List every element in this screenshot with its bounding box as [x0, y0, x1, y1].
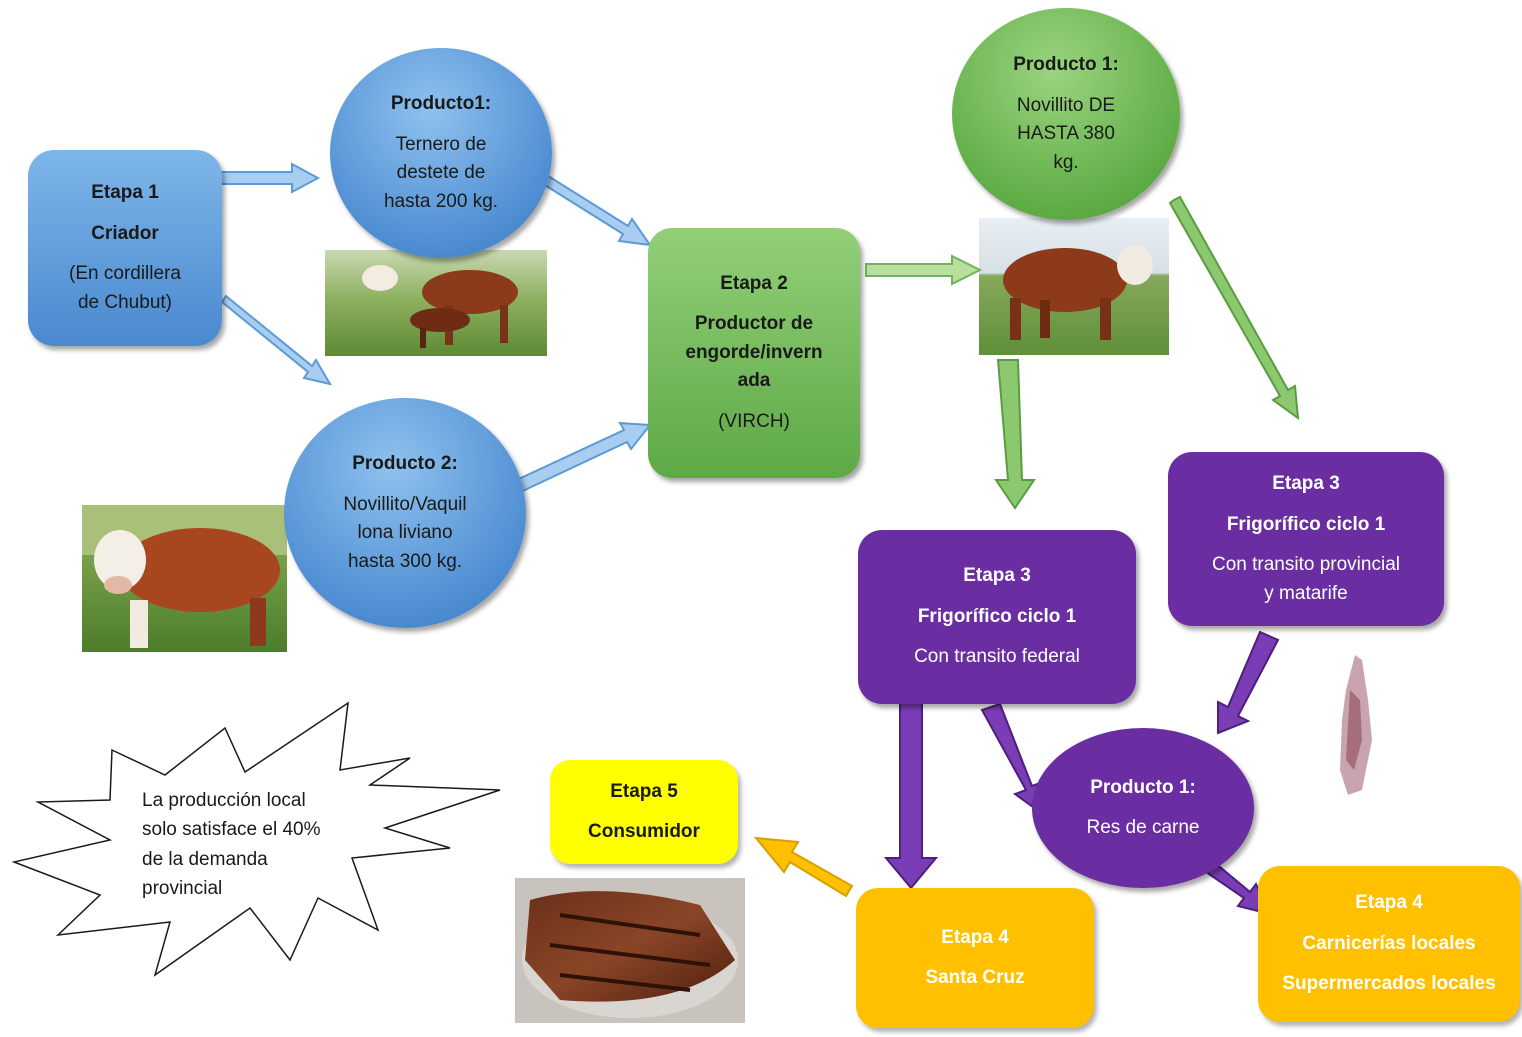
producto2-line-3: hasta 300 kg. [347, 550, 463, 572]
etapa4-locales-detail-2: Supermercados locales [1282, 973, 1496, 995]
callout-line-3: de la demanda [142, 848, 268, 870]
node-producto1-novillito: Producto 1: Novillito DE HASTA 380 kg. [952, 8, 1180, 220]
node-etapa4-locales: Etapa 4 Carnicerías locales Supermercado… [1258, 866, 1520, 1022]
etapa4-santacruz-title: Etapa 4 [941, 926, 1009, 948]
arrow-etapa2-to-steer [865, 254, 983, 286]
etapa2-detail: (VIRCH) [718, 410, 790, 432]
etapa3-provincial-subtitle: Frigorífico ciclo 1 [1226, 513, 1386, 535]
producto1-novillito-line-3: kg. [1053, 151, 1079, 173]
etapa2-line-3: ada [737, 370, 771, 392]
grilled-meat-photo [515, 878, 745, 1023]
node-etapa4-santacruz: Etapa 4 Santa Cruz [856, 888, 1094, 1028]
producto1-ternero-title: Producto1: [390, 93, 492, 114]
arrow-steer-to-etapa3-federal [994, 359, 1036, 510]
calf-photo [325, 250, 547, 356]
producto1-ternero-line-3: hasta 200 kg. [383, 190, 499, 212]
etapa3-provincial-detail-2: y matarife [1264, 582, 1348, 604]
etapa3-provincial-detail-1: Con transito provincial [1212, 554, 1400, 575]
etapa1-detail-1: (En cordillera [69, 263, 181, 284]
producto2-line-1: Novillito/Vaquil [343, 493, 467, 515]
callout-line-2: solo satisface el 40% [142, 819, 321, 841]
arrow-producto1-to-etapa2 [538, 172, 653, 247]
etapa4-locales-title: Etapa 4 [1355, 892, 1423, 914]
etapa1-detail-2: de Chubut) [77, 291, 172, 313]
etapa2-line-2: engorde/invern [685, 341, 823, 363]
etapa3-federal-subtitle: Frigorífico ciclo 1 [917, 605, 1077, 627]
arrow-santacruz-to-consumidor [753, 836, 854, 898]
callout-text: La producción local solo satisface el 40… [142, 786, 357, 904]
heifer-photo [82, 505, 287, 652]
arrow-etapa3-provincial-to-res [1217, 630, 1280, 735]
producto1-novillito-line-2: HASTA 380 [1017, 123, 1115, 144]
callout-line-4: provincial [142, 878, 223, 900]
etapa1-subtitle: Criador [91, 222, 159, 244]
steer-photo [979, 218, 1169, 355]
node-etapa2-productor: Etapa 2 Productor de engorde/invern ada … [648, 228, 860, 478]
etapa3-federal-detail: Con transito federal [914, 646, 1080, 668]
etapa5-title: Etapa 5 [610, 780, 678, 802]
producto1-novillito-title: Producto 1: [1013, 54, 1119, 75]
etapa3-federal-title: Etapa 3 [963, 565, 1031, 587]
etapa4-locales-detail-1: Carnicerías locales [1302, 932, 1476, 954]
producto1-ternero-line-1: Ternero de [395, 133, 487, 155]
arrow-etapa3-federal-to-santacruz [883, 699, 939, 890]
etapa5-subtitle: Consumidor [588, 821, 700, 842]
callout-line-1: La producción local [142, 790, 306, 811]
producto1-novillito-line-1: Novillito DE [1016, 94, 1116, 116]
etapa3-provincial-title: Etapa 3 [1272, 473, 1340, 494]
starburst-callout [11, 701, 501, 977]
etapa4-santacruz-detail: Santa Cruz [925, 967, 1025, 988]
producto1-ternero-line-2: destete de [396, 162, 486, 183]
node-etapa3-federal: Etapa 3 Frigorífico ciclo 1 Con transito… [858, 530, 1136, 704]
etapa2-line-1: Productor de [694, 313, 814, 335]
carcass-photo [1340, 655, 1372, 795]
node-etapa1-criador: Etapa 1 Criador (En cordillera de Chubut… [28, 150, 222, 346]
producto1-res-title: Producto 1: [1090, 776, 1196, 798]
node-etapa3-provincial: Etapa 3 Frigorífico ciclo 1 Con transito… [1168, 452, 1444, 626]
etapa1-title: Etapa 1 [91, 182, 159, 203]
node-etapa5-consumidor: Etapa 5 Consumidor [550, 760, 738, 864]
node-producto1-res: Producto 1: Res de carne [1032, 728, 1254, 888]
producto2-line-2: lona liviano [357, 522, 453, 543]
node-producto1-ternero: Producto1: Ternero de destete de hasta 2… [330, 48, 552, 258]
arrow-producto1-to-etapa3-provincial [1168, 195, 1300, 421]
node-producto2-novillito: Producto 2: Novillito/Vaquil lona livian… [284, 398, 526, 628]
etapa2-title: Etapa 2 [720, 272, 788, 294]
arrow-etapa1-to-producto2 [220, 294, 333, 386]
producto1-res-detail: Res de carne [1086, 817, 1200, 838]
producto2-title: Producto 2: [352, 453, 458, 474]
arrow-producto2-to-etapa2 [506, 421, 652, 498]
